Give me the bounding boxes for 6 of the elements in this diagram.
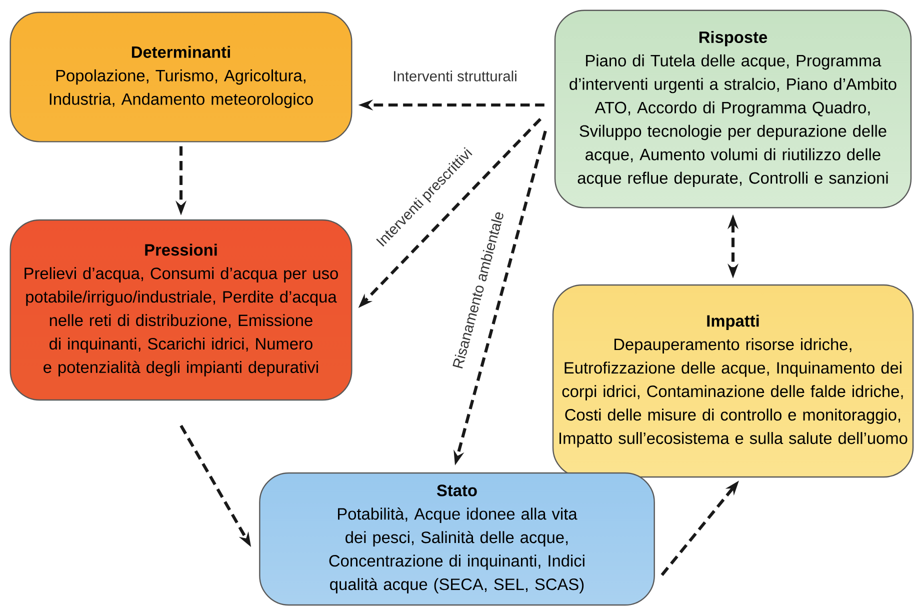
text-box: Determinanti Popolazione, Turismo, Agricoltura, Industria, Andamento meteorologico [10,12,352,142]
text-box: Stato Potabilità, Acque idonee alla vita dei pesci, Salinità delle acque, Concentrazione di inquinanti, Indici qualità acque (SECA, SEL, SCAS) [259,472,655,606]
text-box: Pressioni Prelievi d’acqua, Consumi d’acqua per uso potabile/irriguo/industriale, Perdite d’acqua nelle reti di distribuzione, Emissione di inquinanti, Scarichi idrici, Numero e potenzialità degli impianti depurativi [10,219,352,401]
edge-label: Interventi strutturali [391,69,519,83]
text-box: Impatti Depauperamento risorse idriche, Eutrofizzazione delle acque, Inquinamento dei corpi idrici, Contaminazione delle falde idriche, Costi delle misure di controllo e monitoraggio, Impatto sull’ecosistema e sulla salute dell’uomo [552,284,914,478]
text-box: Risposte Piano di Tutela delle acque, Programma d’interventi urgenti a stralcio, Piano d’Ambito ATO, Accordo di Programma Quadro, Sviluppo tecnologie per depurazione delle acque, Aumento volumi di riutilizzo delle acque reflue depurate, Controlli e sanzioni [554,10,912,208]
